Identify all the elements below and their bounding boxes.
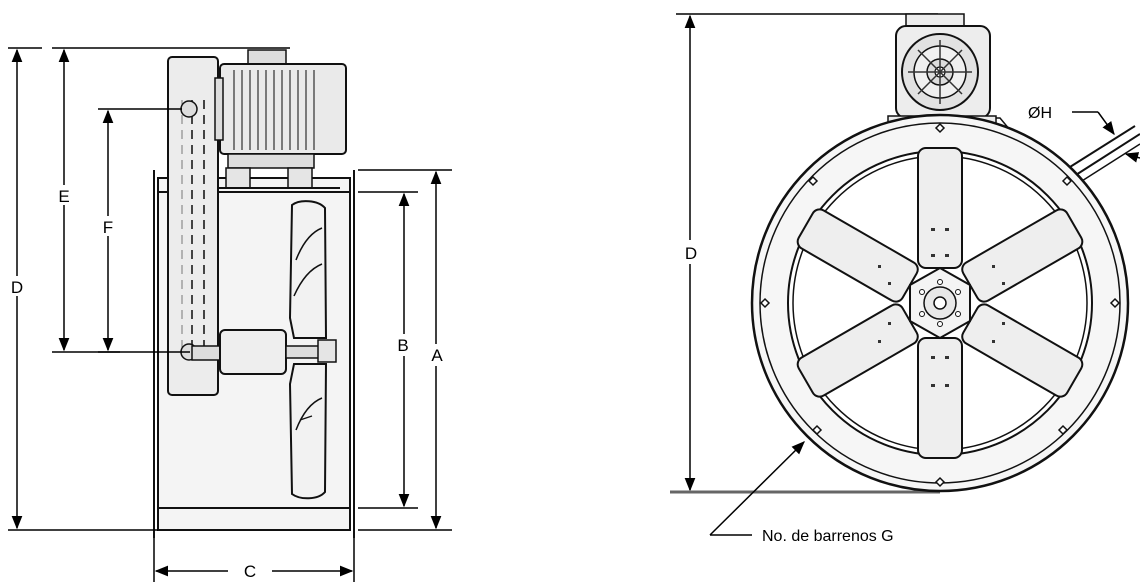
front-view: D bbox=[670, 13, 1140, 545]
front-motor bbox=[887, 13, 1011, 131]
label-b-mask bbox=[393, 334, 413, 356]
hub bbox=[909, 266, 971, 340]
label-h: ØH bbox=[1028, 105, 1052, 122]
bolt-holes bbox=[759, 122, 1121, 488]
callout-h bbox=[1072, 111, 1140, 163]
label-c: C bbox=[244, 562, 256, 581]
blade-1 bbox=[917, 147, 963, 269]
fan-blade-side bbox=[288, 200, 328, 500]
front-label-d-mask bbox=[680, 240, 702, 264]
label-b: B bbox=[397, 336, 408, 355]
label-g: No. de barrenos G bbox=[762, 528, 894, 545]
conduit bbox=[1061, 125, 1140, 187]
label-f: F bbox=[103, 218, 113, 237]
blade-marks bbox=[878, 228, 1005, 387]
callout-g bbox=[709, 441, 805, 536]
label-a: A bbox=[431, 346, 443, 365]
label-a-mask bbox=[426, 344, 446, 366]
belt-guard bbox=[167, 56, 219, 396]
bearing-housing bbox=[191, 329, 337, 375]
motor bbox=[214, 49, 347, 189]
fan-blades-front bbox=[796, 147, 1084, 459]
blade-4 bbox=[917, 337, 963, 459]
label-e-mask bbox=[55, 185, 73, 205]
front-label-d: D bbox=[685, 244, 697, 263]
label-d: D bbox=[11, 278, 23, 297]
side-view: D E F B A C bbox=[8, 47, 452, 582]
label-e: E bbox=[58, 187, 69, 206]
label-f-mask bbox=[99, 216, 117, 236]
label-d-mask bbox=[8, 276, 26, 296]
